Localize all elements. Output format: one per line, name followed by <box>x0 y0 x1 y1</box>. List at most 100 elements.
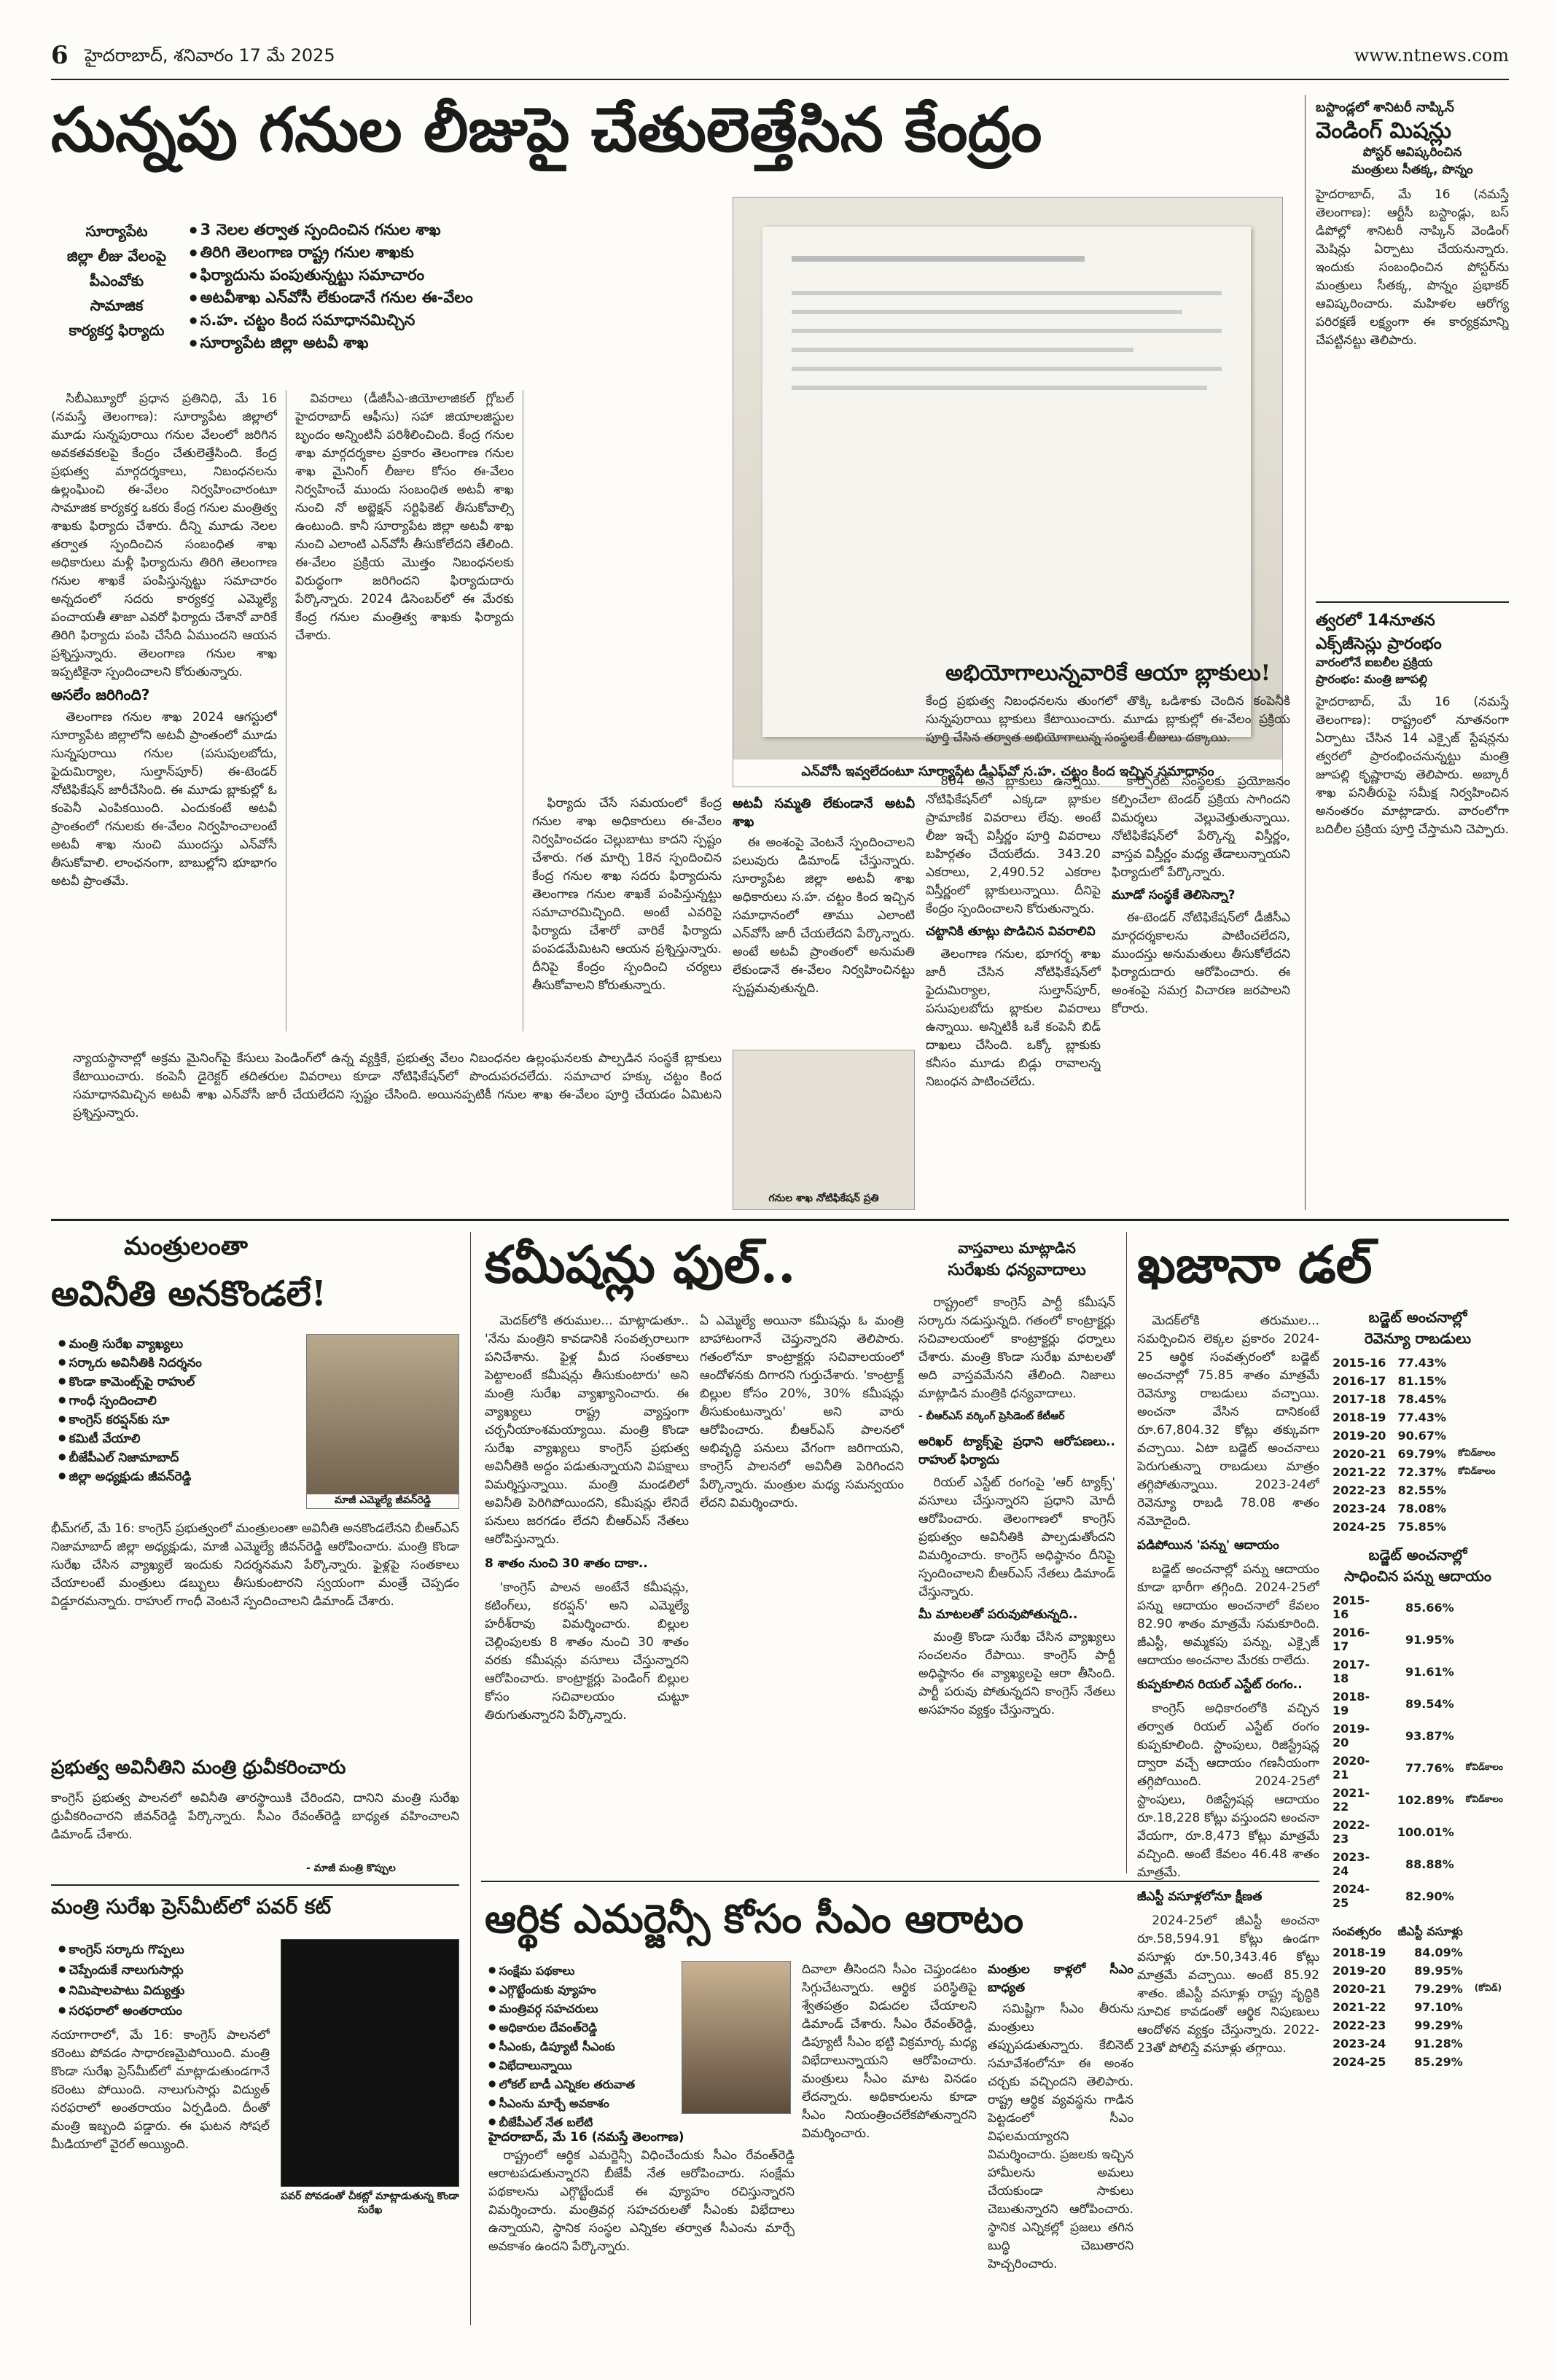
table-row: 2020-21 77.76% కోవిడ్‌కాలం <box>1327 1752 1509 1784</box>
table-row: 2024-25 75.85% <box>1327 1518 1501 1536</box>
table-cell: 2019-20 <box>1332 1964 1386 1978</box>
site-url[interactable]: www.ntnews.com <box>1354 45 1509 66</box>
table-cell: 2024-25 <box>1332 1520 1386 1534</box>
table-cell: 72.37% <box>1397 1465 1447 1479</box>
lead-col2: వివరాలు (డీజీసీఎ-జియోలాజికల్ గ్లోబల్ హైద… <box>295 391 514 643</box>
col-rule <box>470 1232 471 2325</box>
table-cell <box>1469 2053 1507 2071</box>
table-cell: 81.15% <box>1397 1374 1447 1388</box>
table-cell: 99.29% <box>1414 2018 1463 2032</box>
revenue-table-block: బడ్జెట్ అంచనాల్లో రెవెన్యూ రాబడులు 2015-… <box>1327 1308 1509 2071</box>
table-cell: 69.79% <box>1397 1447 1447 1461</box>
table-cell: 2020-21 <box>1332 1754 1370 1782</box>
surekha-dark-photo <box>281 1939 459 2187</box>
section-rule <box>481 1881 1319 1882</box>
table-cell <box>1452 1499 1501 1518</box>
table-cell <box>1452 1408 1501 1427</box>
table-cell: 2021-22 <box>1332 1465 1386 1479</box>
emergency-col3: మంత్రుల కాళ్లలో సీఎం బాధ్యత సమిష్టిగా సీ… <box>988 1962 1133 2271</box>
table-cell: కోవిడ్‌కాలం <box>1465 1761 1503 1772</box>
surekha-kicker: వాస్తవాలు మాట్లాడిన <box>958 1239 1076 1257</box>
masthead-rule <box>51 79 1509 80</box>
table-cell <box>1460 1688 1509 1720</box>
congress-body2: కాంగ్రెస్ ప్రభుత్వ పాలనలో అవినీతి తారస్థ… <box>51 1791 459 1842</box>
table-row: 2016-17 91.95% <box>1327 1623 1509 1655</box>
table-cell: 78.45% <box>1397 1392 1447 1406</box>
table-cell: 2023-24 <box>1332 1502 1386 1515</box>
table-cell: 2018-19 <box>1332 1690 1370 1717</box>
table-cell: 2018-19 <box>1332 1946 1386 1959</box>
surekha-headline: సురేఖకు ధన్యవాదాలు <box>948 1261 1086 1279</box>
table-cell: 78.08% <box>1397 1502 1447 1515</box>
table-cell <box>1452 1518 1501 1536</box>
table-cell: 97.10% <box>1414 2000 1463 2014</box>
table-row: 2023-24 78.08% <box>1327 1499 1501 1518</box>
table-cell: 91.61% <box>1405 1664 1454 1679</box>
complaints-intro: కేంద్ర ప్రభుత్వ నిబంధనలను తుంగలో తొక్కి … <box>926 694 1290 745</box>
col-rule <box>1126 1232 1127 1873</box>
complaints-headline: అభియోగాలున్నవారికే ఆయా బ్లాకులు! <box>945 660 1271 686</box>
table-cell <box>1452 1427 1501 1445</box>
table-cell <box>1452 1354 1501 1372</box>
dateline: హైదరాబాద్, శనివారం 17 మే 2025 <box>85 45 335 66</box>
table-cell <box>1452 1372 1501 1390</box>
commissions-headline: కమీషన్లు ఫుల్.. <box>485 1234 796 1295</box>
table-cell: 100.01% <box>1397 1825 1454 1839</box>
emergency-col2: దివాలా తీసిందని సీఎం చెప్తుండటం సిగ్గుచే… <box>802 1962 977 2141</box>
table-cell: 2019-20 <box>1332 1429 1386 1443</box>
congress-subhead: ప్రభుత్వ అవినీతిని మంత్రి ధ్రువీకరించారు <box>51 1757 346 1779</box>
congress-bullets: మంత్రి సురేఖ వ్యాఖ్యలు సర్కారు అవినీతికి… <box>58 1334 299 1486</box>
photo-caption: ఎన్‌వోసీ ఇవ్వలేదంటూ సూర్యాపేట డీఎఫ్‌వో స… <box>733 760 1282 787</box>
table-row: 2015-16 77.43% <box>1327 1354 1501 1372</box>
table-cell: 91.95% <box>1405 1632 1454 1647</box>
table-cell <box>1460 1816 1509 1848</box>
complaints-col2: కార్పొరేట్ సంస్థలకు ప్రయోజనం కల్పించేలా … <box>1112 774 1290 1016</box>
table-cell: 82.55% <box>1397 1483 1447 1497</box>
table-cell <box>1469 2016 1507 2034</box>
table-row: 2018-19 89.54% <box>1327 1688 1509 1720</box>
lead-col3: ఫిర్యాదు చేసే సమయంలో కేంద్ర గనుల శాఖ అధి… <box>532 796 722 993</box>
section-rule <box>51 1219 1509 1221</box>
table-cell: 2016-17 <box>1332 1626 1370 1653</box>
sidebar-rule <box>1305 95 1306 1210</box>
table-cell: 2018-19 <box>1332 1411 1386 1424</box>
table-cell: 89.54% <box>1405 1696 1454 1711</box>
treasury-body: మెదక్‌లోకి తరుముల... సమర్పించిన లెక్కల ప… <box>1137 1314 1319 2056</box>
sidebar-kicker2: త్వరలో 14నూతన <box>1316 612 1435 630</box>
table-cell <box>1452 1481 1501 1499</box>
powercut-headline: మంత్రి సురేఖ ప్రెస్‌మీట్‌లో పవర్ కట్ <box>51 1895 332 1919</box>
table-cell: 2015-16 <box>1332 1356 1386 1370</box>
table-cell <box>1469 1998 1507 2016</box>
table-cell: 2023-24 <box>1332 2037 1386 2051</box>
congress-headline: అవినీతి అనకొండలే! <box>51 1273 327 1314</box>
table-cell: (కోవిడ్) <box>1474 1983 1502 1993</box>
table-cell <box>1469 1962 1507 1980</box>
table-cell: 82.90% <box>1405 1889 1454 1903</box>
table-cell: 2019-20 <box>1332 1722 1370 1749</box>
table-cell: 77.43% <box>1397 1356 1447 1370</box>
table-cell: 77.43% <box>1397 1411 1447 1424</box>
congress-kicker: మంత్రులంతా <box>124 1232 248 1261</box>
bjp-leader-photo <box>682 1961 791 2114</box>
table-cell: 75.85% <box>1397 1520 1447 1534</box>
lead-bullets: 3 నెలల తర్వాత స్పందించిన గనుల శాఖ తిరిగి… <box>190 219 714 354</box>
table-cell <box>1460 1655 1509 1688</box>
table-cell <box>1469 1943 1507 1962</box>
sidebar-headline: వెండింగ్ మిషన్లు <box>1316 118 1452 144</box>
table-cell: 77.76% <box>1405 1760 1454 1775</box>
